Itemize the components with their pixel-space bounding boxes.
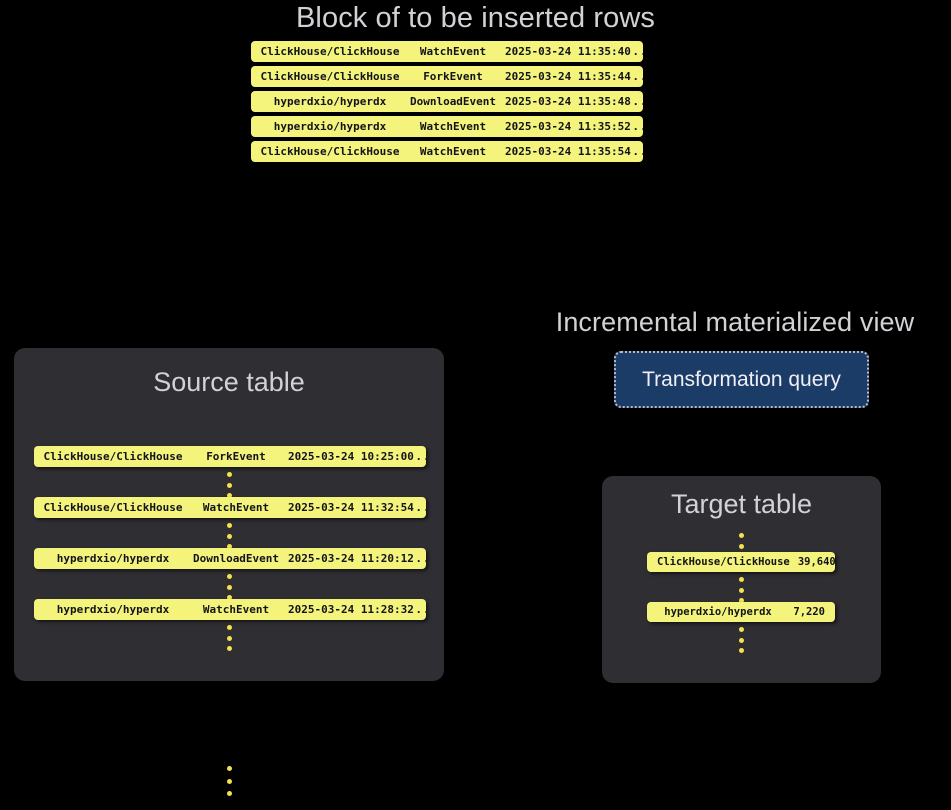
row-event: WatchEvent <box>419 145 487 158</box>
row-event: ForkEvent <box>206 450 266 463</box>
row-more: ... <box>415 603 426 616</box>
row-event: DownloadEvent <box>409 95 497 108</box>
row-count: 7,220 <box>793 606 825 618</box>
row-repo: ClickHouse/ClickHouse <box>657 556 790 568</box>
row-event: ForkEvent <box>423 70 483 83</box>
row-repo: hyperdxio/hyperdx <box>56 552 170 565</box>
target-table-title: Target table <box>670 489 813 519</box>
row-repo: ClickHouse/ClickHouse <box>43 450 183 463</box>
row-timestamp: 2025-03-24 11:35:44 <box>505 70 631 83</box>
row-more: ... <box>632 45 643 58</box>
source-table-row: ClickHouse/ClickHouse WatchEvent 2025-03… <box>34 497 426 518</box>
row-more: ... <box>632 95 643 108</box>
row-event: WatchEvent <box>419 45 487 58</box>
row-repo: hyperdxio/hyperdx <box>273 120 387 133</box>
source-ellipsis-top <box>226 766 232 796</box>
source-ellipsis-1 <box>226 472 232 498</box>
transformation-query-box[interactable]: Transformation query <box>614 351 869 408</box>
row-repo: hyperdxio/hyperdx <box>273 95 387 108</box>
row-event: WatchEvent <box>419 120 487 133</box>
block-row: ClickHouse/ClickHouse WatchEvent 2025-03… <box>251 41 643 62</box>
row-event: WatchEvent <box>202 501 270 514</box>
materialized-view-title: Incremental materialized view <box>555 307 915 337</box>
target-ellipsis-bottom <box>738 627 744 653</box>
transformation-query-label: Transformation query <box>642 367 841 391</box>
row-timestamp: 2025-03-24 11:35:52 <box>505 120 631 133</box>
row-repo: ClickHouse/ClickHouse <box>43 501 183 514</box>
block-row: ClickHouse/ClickHouse ForkEvent 2025-03-… <box>251 66 643 87</box>
row-repo: ClickHouse/ClickHouse <box>260 70 400 83</box>
block-row: ClickHouse/ClickHouse WatchEvent 2025-03… <box>251 141 643 162</box>
row-event: WatchEvent <box>202 603 270 616</box>
row-more: ... <box>632 120 643 133</box>
row-repo: hyperdxio/hyperdx <box>56 603 170 616</box>
source-table-row: hyperdxio/hyperdx WatchEvent 2025-03-24 … <box>34 599 426 620</box>
row-timestamp: 2025-03-24 10:25:00 <box>288 450 414 463</box>
row-repo: ClickHouse/ClickHouse <box>260 145 400 158</box>
row-timestamp: 2025-03-24 11:35:54 <box>505 145 631 158</box>
source-table-row: ClickHouse/ClickHouse ForkEvent 2025-03-… <box>34 446 426 467</box>
row-more: ... <box>415 552 426 565</box>
row-repo: hyperdxio/hyperdx <box>664 606 772 618</box>
row-more: ... <box>632 70 643 83</box>
row-event: DownloadEvent <box>192 552 280 565</box>
row-more: ... <box>415 450 426 463</box>
source-ellipsis-3 <box>226 574 232 600</box>
row-more: ... <box>415 501 426 514</box>
row-repo: ClickHouse/ClickHouse <box>260 45 400 58</box>
row-timestamp: 2025-03-24 11:20:12 <box>288 552 414 565</box>
row-timestamp: 2025-03-24 11:35:48 <box>505 95 631 108</box>
source-table-row: hyperdxio/hyperdx DownloadEvent 2025-03-… <box>34 548 426 569</box>
source-table-title: Source table <box>153 367 305 397</box>
block-title: Block of to be inserted rows <box>295 2 656 34</box>
target-table-row: ClickHouse/ClickHouse 39,640 <box>647 552 835 572</box>
row-timestamp: 2025-03-24 11:28:32 <box>288 603 414 616</box>
row-more: ... <box>632 145 643 158</box>
block-row: hyperdxio/hyperdx DownloadEvent 2025-03-… <box>251 91 643 112</box>
row-timestamp: 2025-03-24 11:35:40 <box>505 45 631 58</box>
row-count: 39,640 <box>797 556 835 568</box>
source-ellipsis-bottom <box>226 625 232 651</box>
block-row: hyperdxio/hyperdx WatchEvent 2025-03-24 … <box>251 116 643 137</box>
source-ellipsis-2 <box>226 523 232 549</box>
target-ellipsis-1 <box>738 577 744 603</box>
row-timestamp: 2025-03-24 11:32:54 <box>288 501 414 514</box>
target-table-row: hyperdxio/hyperdx 7,220 <box>647 602 835 622</box>
